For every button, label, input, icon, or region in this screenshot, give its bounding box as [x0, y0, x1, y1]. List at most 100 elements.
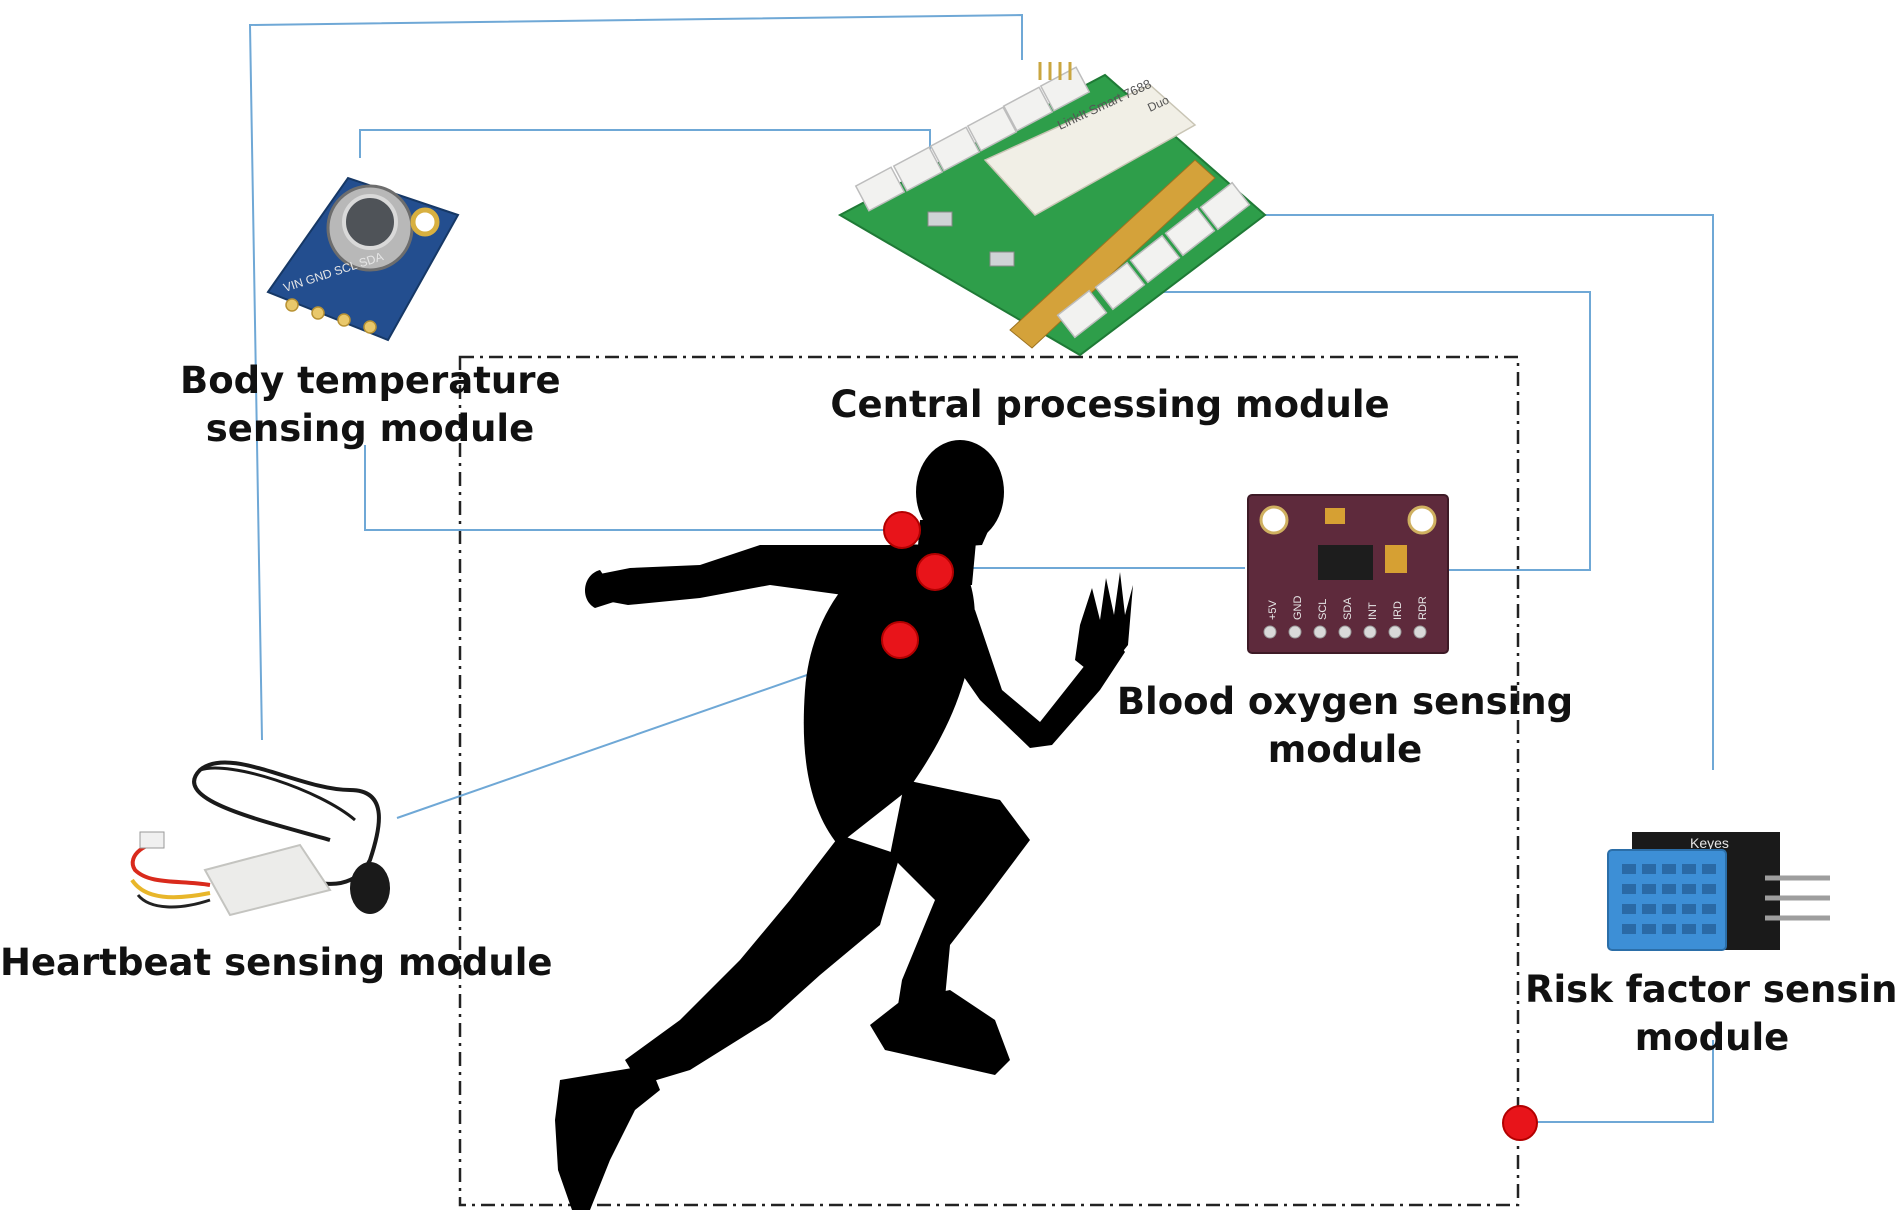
pin: SDA [1338, 597, 1354, 639]
blood-oxygen-label: Blood oxygen sensing module [1110, 678, 1580, 774]
temperature-to-cpu-line [359, 129, 931, 165]
runner-torso [803, 544, 975, 845]
vent-slot [1622, 904, 1636, 914]
heartbeat-sensor [130, 760, 390, 917]
runner-front-shoe [870, 990, 1010, 1075]
heartbeat-label: Heartbeat sensing module [0, 939, 553, 987]
vent-slot [1702, 864, 1716, 874]
vent-slot [1642, 864, 1656, 874]
central-processing-label: Central processing module [820, 381, 1400, 429]
pad [311, 306, 325, 320]
pin-label: SCL [1317, 599, 1329, 620]
mounting-hole [1407, 505, 1437, 535]
runner-front-hand [1075, 572, 1133, 680]
throat-sensor-point [916, 553, 954, 591]
pad [285, 298, 299, 312]
pin-label: INT [1367, 602, 1379, 620]
pin: GND [1288, 596, 1304, 639]
vent-slot [1662, 904, 1676, 914]
connector-plug [139, 831, 165, 849]
vent-slot [1642, 904, 1656, 914]
runner-front-leg [890, 780, 1030, 1020]
connector [966, 106, 1018, 152]
pin-pad [1338, 625, 1352, 639]
connector [1199, 181, 1251, 231]
label-line: module [1267, 728, 1423, 771]
temperature-sensor-pads [285, 298, 377, 334]
pin-label: SDA [1342, 597, 1354, 620]
usb-port [927, 211, 953, 227]
connector [1002, 86, 1054, 132]
vent-slot [1682, 904, 1696, 914]
frame-sensor-point [1502, 1105, 1538, 1141]
risk-to-frame-point-line [1518, 1040, 1714, 1123]
heartbeat-wires [130, 842, 211, 887]
label-line: sensing module [205, 407, 535, 450]
pin: RDR [1413, 596, 1429, 639]
connector [854, 166, 906, 212]
cpu-board-usb-ports [927, 211, 1015, 267]
oxygen-sensor-component [1385, 545, 1407, 573]
risk-sensor-pins [1765, 875, 1830, 921]
connector [1039, 66, 1091, 112]
cpu-board-connectors [854, 66, 1251, 339]
runner-silhouette [555, 440, 1133, 1210]
vent-slot [1702, 924, 1716, 934]
vent-slot [1622, 924, 1636, 934]
vent-slot [1662, 864, 1676, 874]
temperature-sensor-lens [342, 194, 398, 250]
pin-pad [1388, 625, 1402, 639]
label-line: Body temperature [180, 359, 561, 402]
vent-slot [1662, 924, 1676, 934]
ear-clip [350, 862, 390, 914]
runner-rear-shoe [555, 1065, 660, 1210]
label-line: Central processing module [830, 383, 1390, 426]
connector-lines [248, 13, 1714, 1123]
pin-pad [1288, 625, 1302, 639]
connector [1094, 261, 1146, 311]
vent-slot [1702, 884, 1716, 894]
label-line: Blood oxygen sensing [1116, 680, 1574, 723]
risk-factor-label: Risk factor sensing module [1525, 966, 1899, 1062]
mounting-hole [410, 207, 440, 237]
oxygen-sensor: +5V GND SCL SDA INT IRD RDR [1247, 494, 1449, 654]
risk-to-cpu-line [1265, 214, 1714, 770]
label-line: Heartbeat sensing module [0, 941, 553, 984]
cpu-board-module [983, 84, 1197, 216]
vent-slot [1642, 884, 1656, 894]
vent-slot [1682, 884, 1696, 894]
mounting-hole [1259, 505, 1289, 535]
cpu-board: LinkIt Smart 7688 Duo [837, 62, 1267, 357]
connector [1129, 234, 1181, 284]
pin-pad [1413, 625, 1427, 639]
pin-pad [1363, 625, 1377, 639]
heartbeat-cable [199, 766, 356, 822]
label-line: Risk factor sensing [1525, 968, 1899, 1011]
temperature-sensor: VIN GND SCL SDA [266, 176, 460, 342]
oxygen-sensor-chip [1318, 545, 1373, 580]
risk-sensor-grid [1622, 864, 1716, 934]
heartbeat-to-cpu-line [248, 13, 1023, 741]
neck-sensor-point [883, 511, 921, 549]
pin-label: +5V [1267, 599, 1279, 620]
heartbeat-box [203, 843, 332, 917]
vent-slot [1642, 924, 1656, 934]
connector [1056, 289, 1108, 339]
vent-slot [1702, 904, 1716, 914]
connector [892, 146, 944, 192]
connector [1164, 207, 1216, 257]
pin: INT [1363, 602, 1379, 639]
runner-rear-leg [625, 835, 900, 1085]
runner-rear-arm [590, 545, 905, 605]
pin: +5V [1263, 599, 1279, 639]
connector [929, 126, 981, 172]
usb-port [989, 251, 1015, 267]
vent-slot [1622, 864, 1636, 874]
pad [337, 313, 351, 327]
chest-sensor-point [881, 621, 919, 659]
pin-label: RDR [1417, 596, 1429, 620]
vent-slot [1682, 864, 1696, 874]
runner-front-arm [938, 588, 1125, 748]
oxygen-to-cpu-line [1155, 291, 1591, 571]
